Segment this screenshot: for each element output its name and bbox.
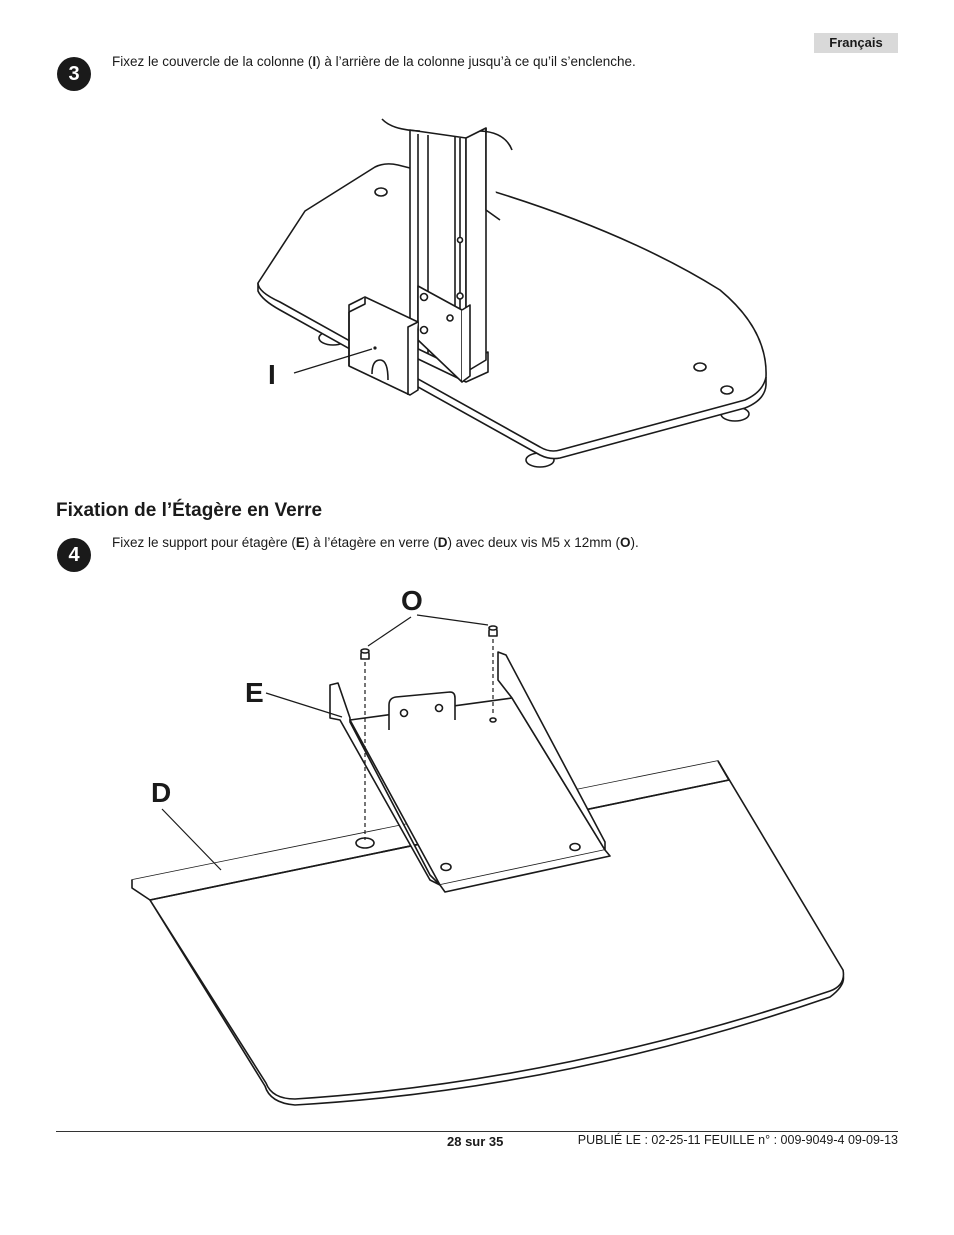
- figure-label-o: O: [401, 585, 423, 616]
- step-4-ref-d: D: [437, 535, 448, 550]
- step-4-ref-e: E: [295, 535, 305, 550]
- step-3-text-after: ) à l’arrière de la colonne jusqu’à ce q…: [316, 54, 636, 69]
- section-heading: Fixation de l’Étagère en Verre: [56, 500, 323, 521]
- step-3-text-before: Fixez le couvercle de la colonne (: [112, 54, 313, 69]
- step-3-part-ref: I: [312, 54, 317, 69]
- figure-label-i: I: [268, 359, 276, 390]
- page-number: 28 sur 35: [447, 1134, 504, 1149]
- publication-info: PUBLIÉ LE : 02-25-11 FEUILLE n° : 009-90…: [577, 1133, 898, 1147]
- step-3-number-badge: 3: [57, 57, 91, 91]
- step-4-ref-o: O: [619, 535, 631, 550]
- step-4-text-1: Fixez le support pour étagère (: [112, 535, 296, 550]
- step-4-number-badge: 4: [57, 538, 91, 572]
- figure-label-d: D: [151, 777, 171, 808]
- figure-label-e: E: [245, 677, 264, 708]
- step-4-text-3: ) avec deux vis M5 x 12mm (: [447, 535, 620, 550]
- step-4-text-2: ) à l’étagère en verre (: [304, 535, 438, 550]
- step-4-instruction: Fixez le support pour étagère (E) à l’ét…: [112, 534, 639, 552]
- language-tag: Français: [814, 33, 898, 53]
- footer-divider: [56, 1131, 898, 1132]
- step-3-instruction: Fixez le couvercle de la colonne (I) à l…: [112, 53, 636, 71]
- glass-shelf-illustration: O E D: [131, 585, 845, 1106]
- column-cover-illustration: I: [257, 118, 767, 468]
- step-4-text-4: ).: [630, 535, 639, 550]
